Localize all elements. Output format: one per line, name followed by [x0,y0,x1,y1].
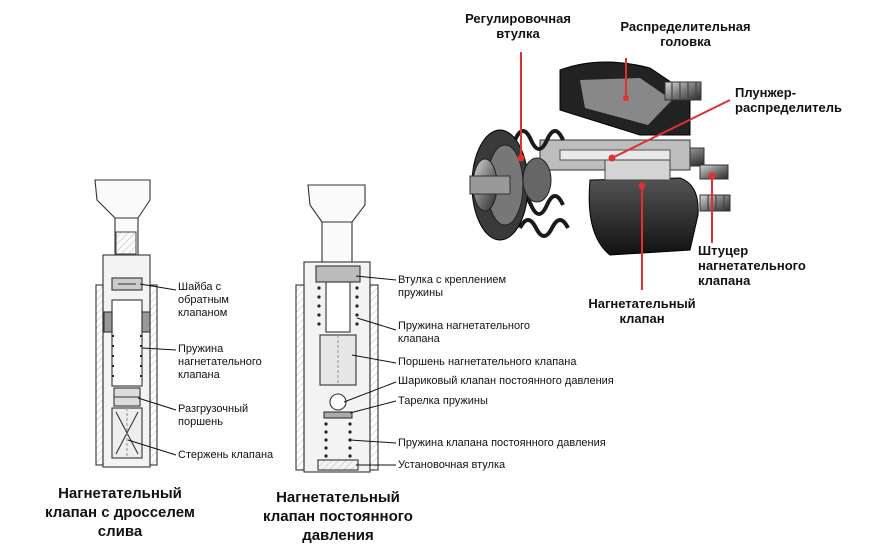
label-spring-sleeve: Втулка с креплением пружины [398,274,507,299]
leader-lines-valves [127,275,397,466]
label-ball-valve: Шариковый клапан постоянного давления [398,375,614,387]
middle-valve-drawing [295,184,379,473]
label-left-valve-spring: Пружина нагнетательного клапана [178,343,262,381]
pump-illustration [469,61,731,256]
label-delivery-valve-fitting: Штуцер нагнетательного клапана [698,243,806,288]
label-valve-piston: Поршень нагнетательного клапана [398,356,577,368]
caption-left-valve: Нагнетательный клапан с дросселем слива [45,485,195,540]
caption-middle-valve: Нагнетательный клапан постоянного давлен… [263,489,413,544]
label-middle-valve-spring: Пружина нагнетательного клапана [398,320,530,345]
label-relief-piston: Разгрузочный поршень [178,403,249,428]
label-washer-check-valve: Шайба с обратным клапаном [178,281,229,319]
label-distributor-head: Распределительная головка [620,19,751,49]
label-delivery-valve: Нагнетательный клапан [588,296,696,326]
label-spring-plate: Тарелка пружины [398,395,488,407]
label-control-sleeve: Регулировочная втулка [465,11,571,41]
label-setting-sleeve: Установочная втулка [398,459,506,471]
label-distributor-plunger: Плунжер- распределитель [735,85,843,115]
label-valve-stem: Стержень клапана [178,449,274,461]
label-cp-valve-spring: Пружина клапана постоянного давления [398,437,606,449]
leader-lines-pump [517,52,731,290]
left-valve-drawing [94,179,158,468]
